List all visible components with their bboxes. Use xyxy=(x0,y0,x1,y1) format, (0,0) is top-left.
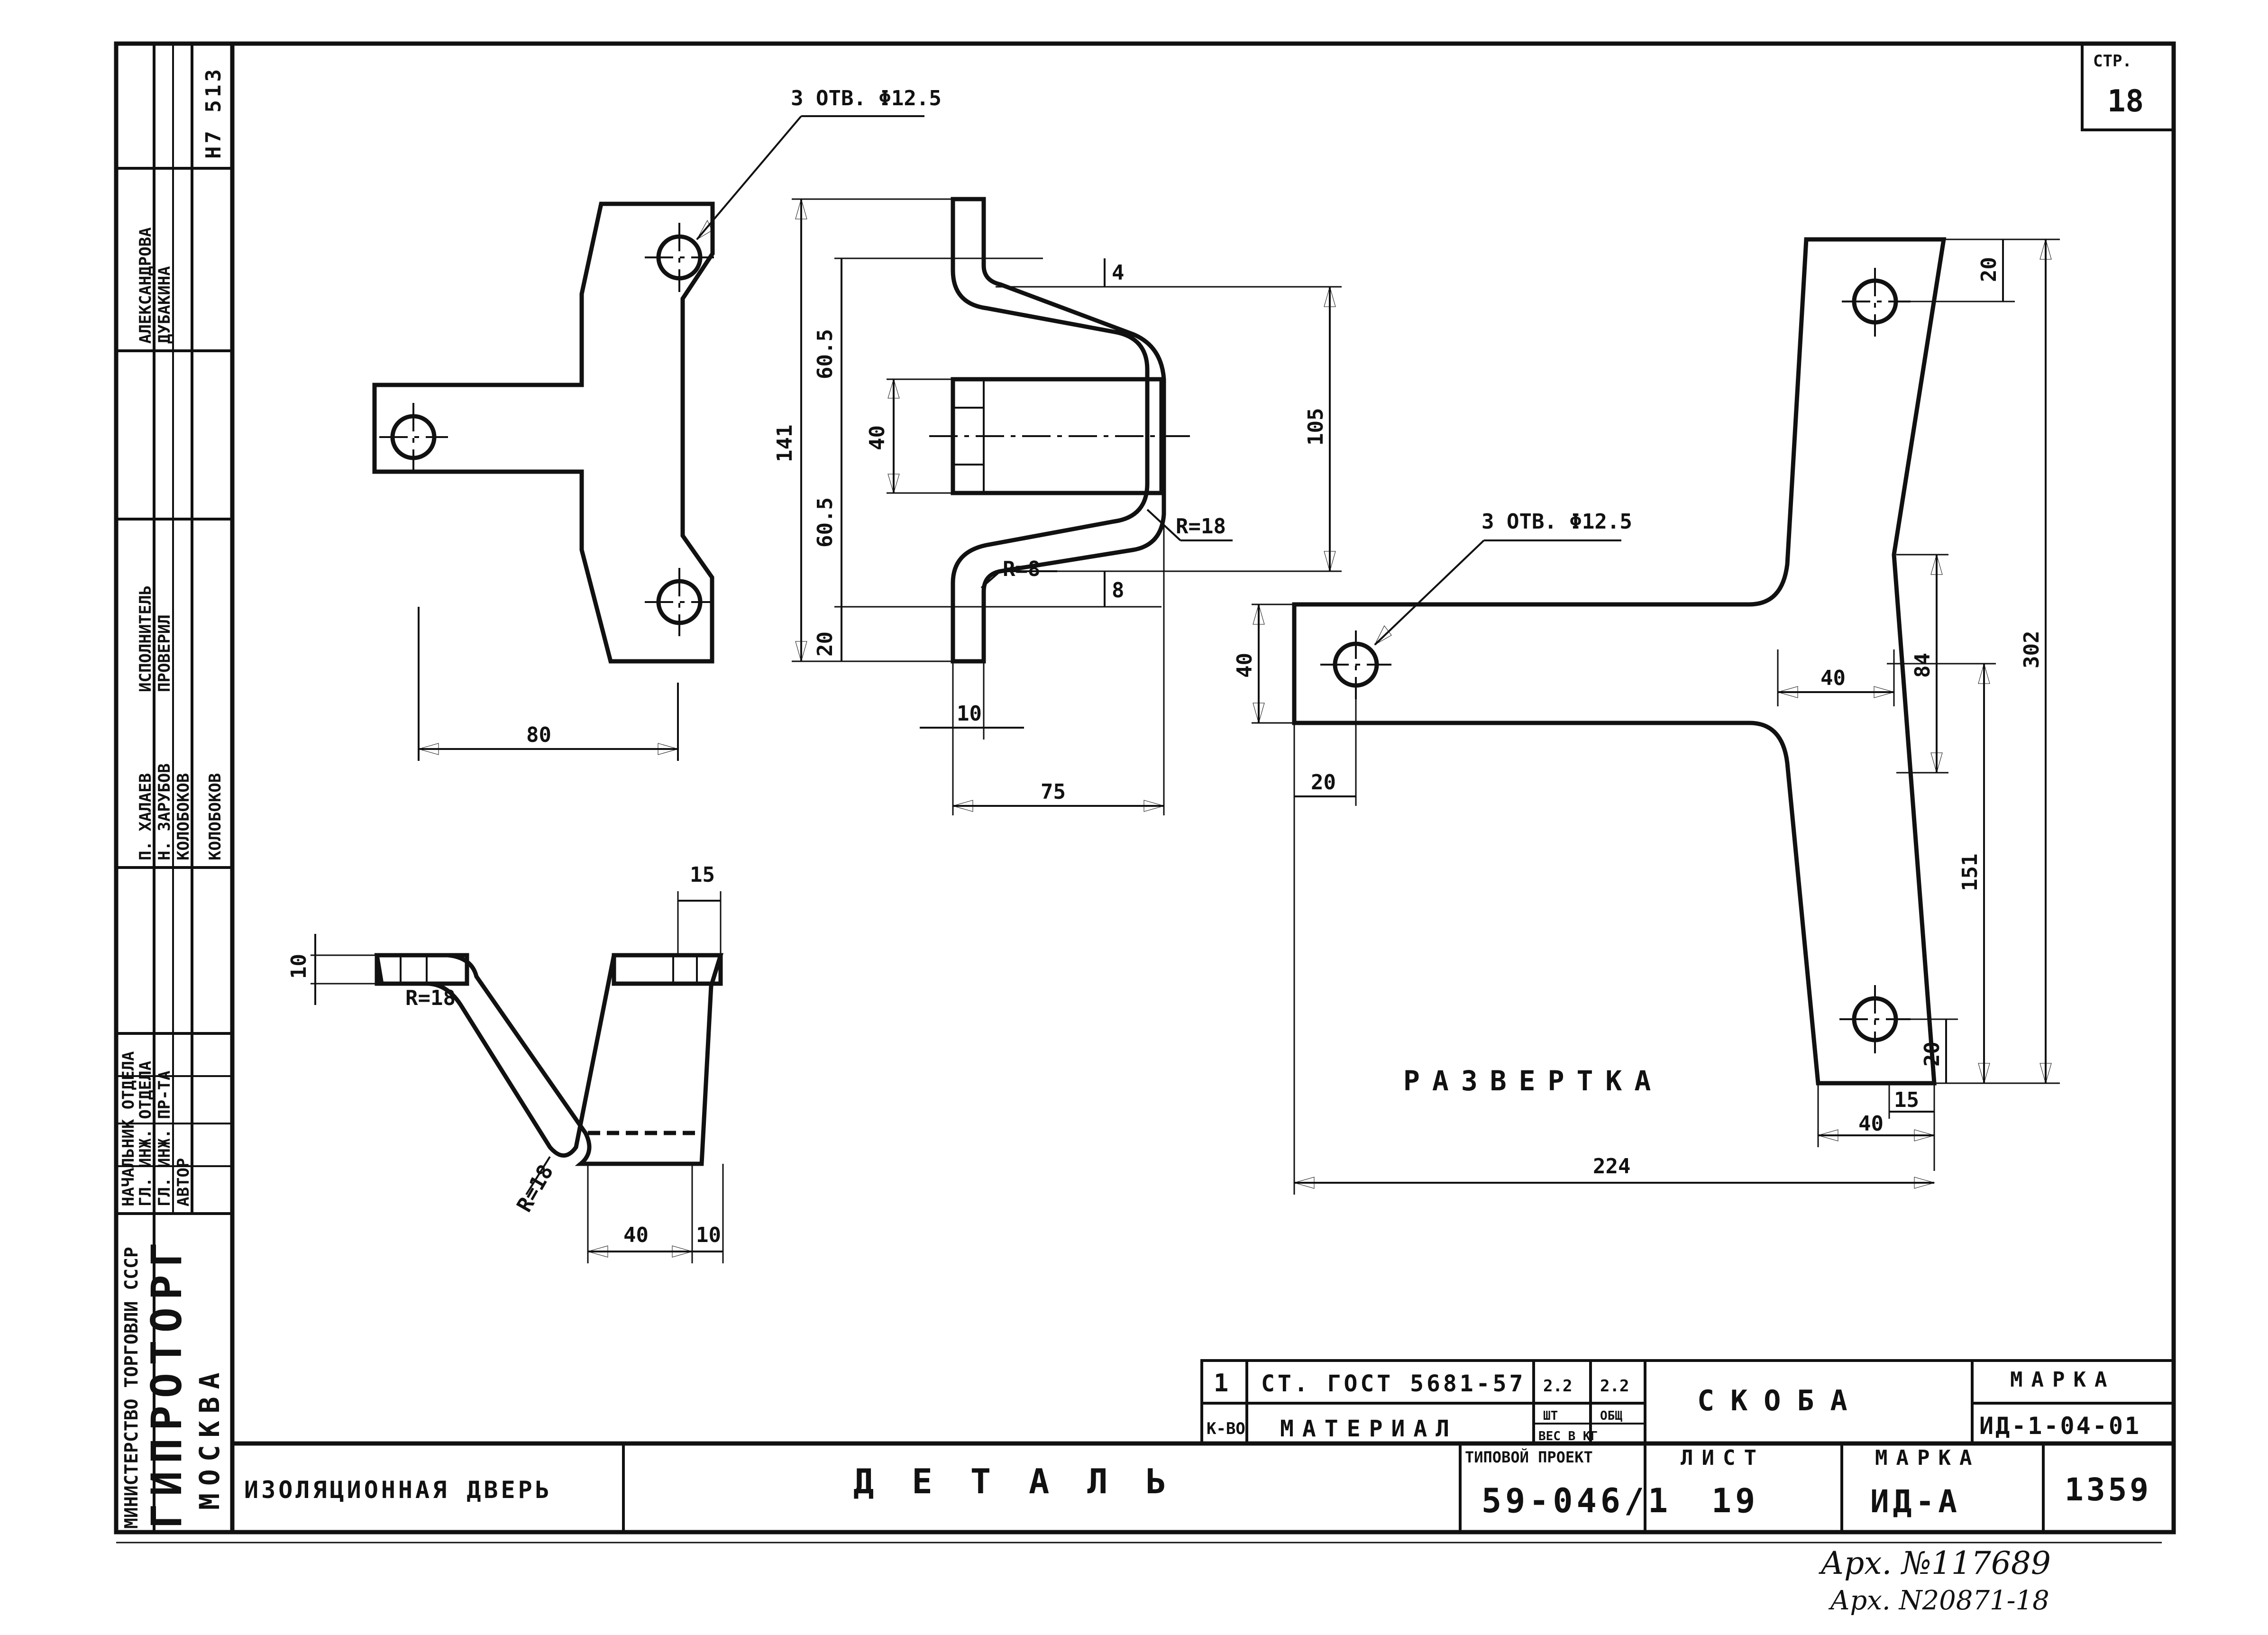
archive-number: Арх. №117689 xyxy=(1819,1545,2051,1581)
staff-role-3: ГЛ. ИНЖ. ПР-ТА xyxy=(155,1070,174,1206)
dim-flat-arm-width: 40 xyxy=(1820,666,1846,690)
spec-table: 1 СТ. ГОСТ 5681-57 2.2 2.2 К-ВО МАТЕРИАЛ… xyxy=(1200,1359,2175,1445)
archive-number-2: Арх. N20871-18 xyxy=(1828,1585,2049,1616)
staff-name-4: КОЛОБОКОВ xyxy=(206,773,225,860)
dim-side-thickness: 10 xyxy=(957,702,982,726)
stamp-number: Н7 513 xyxy=(201,66,226,159)
dim-flat-overall-width: 224 xyxy=(1593,1154,1630,1178)
page-number: 18 xyxy=(2107,84,2144,119)
dim-flat-bottom-right: 20 xyxy=(1920,1041,1944,1067)
dim-flat-lower-height: 151 xyxy=(1958,854,1982,891)
dim-flat-left-offset: 20 xyxy=(1311,770,1336,795)
spec-qty-header: К-ВО xyxy=(1207,1419,1245,1438)
dim-side-upper: 60.5 xyxy=(813,329,837,379)
sheet-label: ЛИСТ xyxy=(1681,1446,1765,1470)
page-corner-label: СТР. xyxy=(2093,52,2132,71)
executor-name-1: АЛЕКСАНДРОВА xyxy=(136,227,155,344)
spec-mark-value: ИД-1-04-01 xyxy=(1979,1412,2141,1440)
spec-weight-header-c: ОБЩ xyxy=(1600,1409,1622,1423)
dim-side-height: 141 xyxy=(773,425,797,462)
spec-weight-header-a: ШТ xyxy=(1543,1409,1558,1423)
left-stamp-strip: Н7 513 АЛЕКСАНДРОВА ДУБАКИНА ИСПОЛНИТЕЛЬ… xyxy=(116,44,232,1532)
spec-weight-each: 2.2 xyxy=(1543,1377,1572,1396)
dim-flat-bottom-small: 15 xyxy=(1894,1088,1919,1112)
subject-title: ИЗОЛЯЦИОННАЯ ДВЕРЬ xyxy=(244,1476,552,1504)
dim-side-small-bottom: 8 xyxy=(1112,578,1125,603)
mark-label: МАРКА xyxy=(1875,1446,1980,1470)
dim-flat-arm-height: 40 xyxy=(1233,653,1257,678)
staff-role-2: ГЛ. ИНЖ. ОТДЕЛА xyxy=(136,1061,155,1206)
flat-pattern-title: РАЗВЕРТКА xyxy=(1403,1065,1663,1097)
spec-qty: 1 xyxy=(1214,1369,1228,1398)
drawing-title: ДЕТАЛЬ xyxy=(853,1461,1204,1501)
title-block: ИЗОЛЯЦИОННАЯ ДВЕРЬ ДЕТАЛЬ ТИПОВОЙ ПРОЕКТ… xyxy=(232,1441,2174,1532)
spec-weight-header-b: ВЕС В КГ xyxy=(1538,1429,1598,1443)
staff-role-4: АВТОР xyxy=(174,1158,193,1206)
isometric-view: 10 15 R=18 R=18 40 10 xyxy=(287,863,724,1263)
sheet-frame xyxy=(114,41,2176,1544)
dim-iso-width-1: 40 xyxy=(623,1223,649,1247)
spec-material-header: МАТЕРИАЛ xyxy=(1280,1416,1458,1442)
staff-role-1: НАЧАЛЬНИК ОТДЕЛА xyxy=(119,1051,138,1206)
project-label: ТИПОВОЙ ПРОЕКТ xyxy=(1465,1448,1593,1466)
dim-flat-top-right: 20 xyxy=(1977,257,2001,282)
top-view-holes-note: 3 ОТВ. Φ12.5 xyxy=(791,86,942,110)
flat-pattern-view: 3 ОТВ. Φ12.5 302 151 84 20 20 4 xyxy=(1233,237,2060,1195)
project-number: 59-046/1 xyxy=(1482,1481,1672,1520)
dim-side-bottom: 20 xyxy=(813,631,837,657)
staff-name-3: КОЛОБОКОВ xyxy=(174,773,193,860)
dim-iso-top: 15 xyxy=(690,863,715,887)
spec-mark-label: МАРКА xyxy=(2010,1368,2115,1392)
spec-weight-total: 2.2 xyxy=(1600,1377,1629,1396)
spec-part-name: СКОБА xyxy=(1697,1384,1864,1417)
dim-side-radius-1: R=18 xyxy=(1176,514,1226,539)
dim-flat-bottom-width: 40 xyxy=(1858,1112,1884,1136)
organization-city: МОСКВА xyxy=(193,1365,226,1510)
document-number: 1359 xyxy=(2065,1471,2151,1508)
dim-side-radius-2: R=8 xyxy=(1003,557,1040,581)
dim-side-small-top: 4 xyxy=(1112,261,1125,285)
dim-side-lower: 60.5 xyxy=(813,497,837,548)
executor-name-2: ДУБАКИНА xyxy=(155,266,174,344)
dim-top-width: 80 xyxy=(526,723,551,747)
spec-material-value: СТ. ГОСТ 5681-57 xyxy=(1261,1370,1526,1397)
mark-value: ИД-А xyxy=(1870,1483,1961,1520)
staff-name-2: Н. ЗАРУБОВ xyxy=(155,763,174,860)
staff-name-1: П. ХАЛАЕВ xyxy=(136,773,155,860)
organization-name: ГИПРОТОРГ xyxy=(142,1234,191,1529)
page-number-box: СТР. 18 xyxy=(2081,42,2175,131)
dim-iso-width-2: 10 xyxy=(696,1223,721,1247)
dim-flat-total-height: 302 xyxy=(2020,631,2044,668)
dim-flat-mid-height: 84 xyxy=(1911,653,1935,678)
dim-iso-radius-1: R=18 xyxy=(405,986,456,1010)
executor-role-2: ПРОВЕРИЛ xyxy=(155,614,174,692)
dim-iso-radius-2: R=18 xyxy=(512,1160,558,1216)
executor-role-1: ИСПОЛНИТЕЛЬ xyxy=(136,585,155,692)
dim-side-right: 105 xyxy=(1304,408,1328,446)
dim-side-width: 75 xyxy=(1041,780,1066,804)
sheet-number: 19 xyxy=(1711,1481,1759,1520)
top-view: 3 ОТВ. Φ12.5 80 xyxy=(372,86,942,761)
flat-holes-note: 3 ОТВ. Φ12.5 xyxy=(1482,510,1632,534)
organization-ministry: МИНИСТЕРСТВО ТОРГОВЛИ СССР xyxy=(121,1247,142,1529)
dim-side-mid: 40 xyxy=(865,425,889,450)
side-view: 141 60.5 60.5 40 20 4 8 105 R=18 R=8 10 … xyxy=(773,197,1342,815)
dim-iso-left: 10 xyxy=(287,954,311,979)
